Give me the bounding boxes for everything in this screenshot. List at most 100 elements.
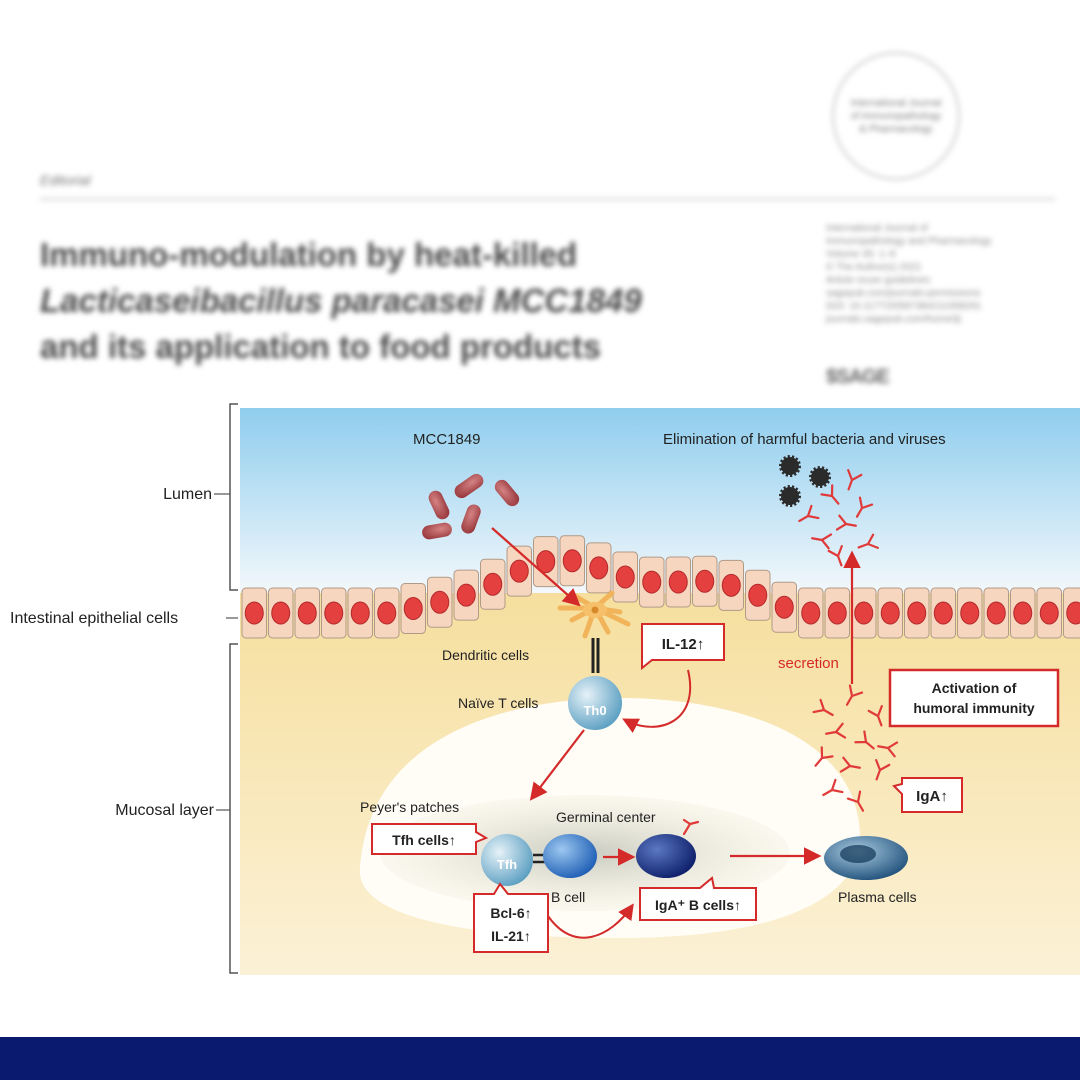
iga-antibody bbox=[867, 704, 883, 727]
bacterium-rod bbox=[428, 490, 450, 520]
il21-text: IL-21↑ bbox=[491, 928, 531, 944]
epithelial-cell-nucleus bbox=[1013, 601, 1033, 625]
mcc1849-label: MCC1849 bbox=[413, 431, 481, 448]
epithelial-cell-nucleus bbox=[456, 583, 476, 607]
virus-particle bbox=[779, 455, 801, 477]
iga-antibody bbox=[835, 514, 857, 531]
epithelial-cell-nucleus bbox=[244, 601, 264, 625]
dendritic-cell bbox=[557, 590, 631, 639]
meta-line: sagepub.com/journals-permissions bbox=[826, 288, 981, 299]
epithelial-cell-nucleus bbox=[483, 572, 503, 596]
mcc1849-to-dc-arrow bbox=[491, 527, 581, 607]
region-label-epithelial: Intestinal epithelial cells bbox=[10, 610, 178, 627]
meta-line: DOI: 10.1177/20587384211008291 bbox=[826, 301, 982, 312]
title-line-3: and its application to food products bbox=[40, 328, 601, 365]
title-line-2: Lacticaseibacillus paracasei MCC1849 bbox=[40, 282, 642, 319]
iga-antibody bbox=[820, 484, 840, 505]
epithelial-cell-nucleus bbox=[774, 595, 794, 619]
publisher-logo: $SAGE bbox=[826, 366, 890, 388]
meta-line: International Journal of bbox=[826, 223, 928, 234]
th0-to-tfh-arrow bbox=[529, 729, 585, 801]
iga-antibody bbox=[811, 533, 833, 550]
epithelial-cell-nucleus bbox=[350, 601, 370, 625]
iga-antibodies bbox=[812, 684, 899, 812]
epithelial-cell-nucleus bbox=[297, 601, 317, 625]
title-line-1: Immuno-modulation by heat-killed bbox=[40, 236, 578, 273]
iga-antibody bbox=[798, 504, 820, 523]
iga-antibody bbox=[827, 544, 843, 567]
tfh-callout-text: Tfh cells↑ bbox=[392, 832, 456, 848]
epithelial-cell-nucleus bbox=[801, 601, 821, 625]
iga-antibody bbox=[822, 778, 844, 797]
epithelial-cell-nucleus bbox=[668, 570, 688, 594]
epithelial-cell-layer bbox=[241, 535, 1080, 639]
bcl6-il21-callout-box bbox=[473, 882, 549, 953]
iga-antibody bbox=[847, 468, 863, 491]
activation-line-1: Activation of bbox=[932, 680, 1017, 696]
il12-callout-box bbox=[641, 623, 725, 671]
epithelial-cell-nucleus bbox=[986, 601, 1006, 625]
journal-meta: International Journal of Immunopathology… bbox=[826, 222, 1056, 326]
iga-antibody bbox=[845, 684, 864, 706]
epithelial-cell-nucleus bbox=[695, 569, 715, 593]
meta-line: journals.sagepub.com/home/iji bbox=[826, 314, 962, 325]
epithelial-cell-nucleus bbox=[430, 590, 450, 614]
bcl6-to-igab-arrow bbox=[547, 903, 634, 939]
epithelial-cell-nucleus bbox=[960, 601, 980, 625]
epithelial-cell-nucleus bbox=[721, 573, 741, 597]
virus-particle bbox=[779, 485, 801, 507]
region-label-mucosal: Mucosal layer bbox=[115, 802, 214, 819]
epithelial-cell-nucleus bbox=[509, 559, 529, 583]
tfh-label: Tfh bbox=[497, 857, 517, 872]
iga-antibody bbox=[875, 758, 891, 781]
paper-title: Immuno-modulation by heat-killed Lactica… bbox=[40, 232, 642, 370]
meta-line: Immunopathology and Pharmacology bbox=[826, 236, 992, 247]
iga-callout-box bbox=[892, 777, 963, 813]
meta-line: Volume 35: 1–9 bbox=[826, 249, 896, 260]
iga-antibody bbox=[857, 533, 880, 549]
plasma-cells-label: Plasma cells bbox=[838, 889, 917, 905]
virus-particle bbox=[809, 466, 831, 488]
harmful-pathogens bbox=[779, 455, 831, 507]
iga-b-cells-callout-text: IgA⁺ B cells↑ bbox=[655, 897, 741, 913]
iga-antibody bbox=[825, 722, 847, 739]
elimination-label: Elimination of harmful bacteria and viru… bbox=[663, 431, 946, 448]
iga-antibody bbox=[812, 698, 834, 717]
plasma-cell-nucleus bbox=[840, 845, 876, 863]
epithelial-cell-nucleus bbox=[854, 601, 874, 625]
footer-bar bbox=[0, 1037, 1080, 1080]
iga-antibody bbox=[855, 496, 874, 518]
journal-seal: International Journal of Immunopathology… bbox=[832, 52, 960, 180]
secreted-iga-antibodies bbox=[798, 468, 880, 567]
il12-callout-text: IL-12↑ bbox=[662, 636, 705, 653]
epithelial-cell-nucleus bbox=[271, 601, 291, 625]
journal-seal-text: International Journal of Immunopathology… bbox=[850, 97, 942, 135]
dendritic-cell-body bbox=[557, 590, 631, 639]
iga-antibody bbox=[877, 741, 899, 758]
section-label: Editorial bbox=[40, 172, 91, 188]
dendritic-cells-label: Dendritic cells bbox=[442, 647, 529, 663]
epithelial-cell-nucleus bbox=[562, 549, 582, 573]
epithelial-cell-nucleus bbox=[1066, 601, 1080, 625]
epithelial-cell-nucleus bbox=[880, 601, 900, 625]
epithelial-cell-nucleus bbox=[377, 601, 397, 625]
tfh-callout-box bbox=[371, 823, 489, 855]
dendritic-cell-core bbox=[591, 606, 599, 614]
iga-b-cell bbox=[636, 834, 696, 878]
iga-callout-text: IgA↑ bbox=[916, 788, 948, 805]
iga-antibody bbox=[854, 730, 875, 750]
epithelial-cell-nucleus bbox=[1039, 601, 1059, 625]
tfh-cell bbox=[481, 834, 533, 886]
epithelial-cell-nucleus bbox=[933, 601, 953, 625]
bacterium-rod bbox=[422, 522, 452, 540]
epithelial-cell-nucleus bbox=[748, 583, 768, 607]
meta-line: © The Author(s) 2021 bbox=[826, 262, 922, 273]
region-label-lumen: Lumen bbox=[163, 486, 212, 503]
mcc1849-bacteria bbox=[422, 473, 520, 540]
bacterium-rod bbox=[494, 479, 520, 507]
bacterium-rod bbox=[454, 473, 484, 499]
iga-antibody bbox=[846, 790, 865, 812]
epithelial-cell-nucleus bbox=[403, 597, 423, 621]
epithelial-cell-nucleus bbox=[589, 556, 609, 580]
header-rule bbox=[40, 198, 1055, 200]
